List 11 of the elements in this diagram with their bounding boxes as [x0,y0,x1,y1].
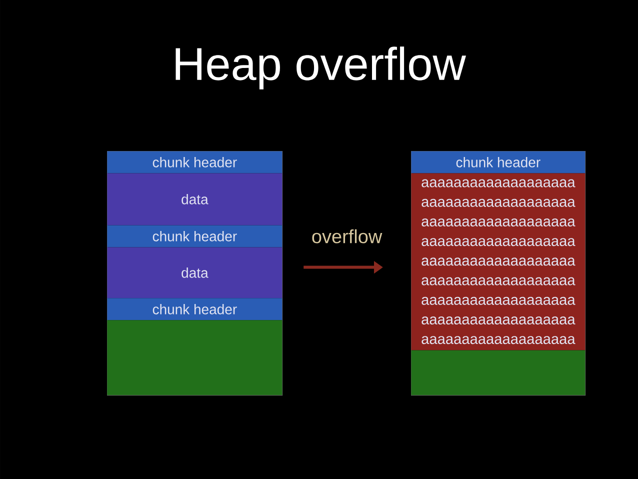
data-block: data [107,173,282,226]
free-space-block [411,350,586,396]
chunk-header-bar: chunk header [107,298,282,320]
chunk-header-bar: chunk header [107,151,282,174]
chunk-header-bar: chunk header [411,151,586,174]
free-space-block [107,320,282,396]
title: Heap overflow [176,46,466,90]
edge-label: overflow [312,229,382,244]
overflowed-data-block: aaaaaaaaaaaaaaaaaaa aaaaaaaaaaaaaaaaaaa aaaaaaaaaaaaaaaaaaa aaaaaaaaaaaaaaaaaaa aaaaaaaaaaaaaaaaaaa aaaaaaaaaaaaaaaaaaa aaaaaaaaaaaaaaaaaaa aaaaaaaaaaaaaaaaaaa aaaaaaaaaaaaaaaaaaa [411,173,586,350]
chunk-header-bar: chunk header [107,225,282,248]
data-block: data [107,247,282,298]
